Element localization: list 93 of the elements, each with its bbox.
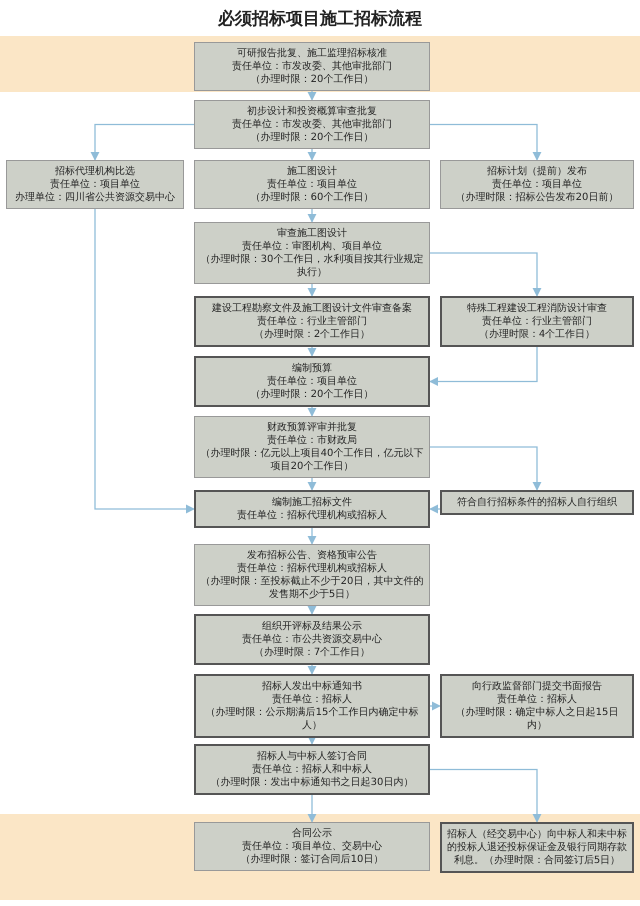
- step-detail: 责任单位：招标代理机构或招标人: [236, 509, 388, 522]
- process-box: [194, 674, 430, 738]
- step-detail: 责任单位：招标人: [271, 693, 353, 706]
- step-detail: （办理时限：60个工作日）: [250, 191, 374, 204]
- arrow: [429, 504, 440, 514]
- step-title: 招标代理机构比选: [54, 165, 136, 178]
- step-detail: 责任单位：市财政局: [266, 434, 358, 447]
- step-detail: 办理单位：四川省公共资源交易中心: [14, 191, 176, 204]
- process-box: [194, 222, 430, 284]
- step-detail: （办理时限：4个工作日）: [478, 328, 596, 341]
- step-title: 组织开评标及结果公示: [261, 620, 363, 633]
- step-detail: （办理时限：7个工作日）: [252, 646, 372, 659]
- arrow: [307, 347, 317, 357]
- step-title: 招标人发出中标通知书: [261, 680, 363, 693]
- arrow: [90, 124, 194, 161]
- arrow: [430, 446, 542, 491]
- step-detail: （办理时限：至投标截止不少于20日，其中文件的发售期不少于5日）: [200, 575, 424, 601]
- arrow: [307, 478, 317, 491]
- process-box: [440, 822, 634, 873]
- step-detail: 责任单位：招标代理机构或招标人: [236, 562, 388, 575]
- arrow: [307, 606, 317, 615]
- process-box: [194, 356, 430, 407]
- step-title: 审查施工图设计: [276, 227, 348, 240]
- step-detail: （办理时限：20个工作日）: [250, 73, 374, 86]
- step-detail: 符合自行招标条件的招标人自行组织: [456, 496, 618, 509]
- step-detail: 责任单位：市发改委、其他审批部门: [231, 118, 393, 131]
- process-box: [194, 614, 430, 665]
- arrow: [430, 124, 542, 161]
- step-detail: （办理时限：发出中标通知书之日起30日内）: [210, 776, 414, 789]
- step-detail: （办理时限：20个工作日）: [250, 388, 374, 401]
- step-title: 施工图设计: [286, 165, 338, 178]
- process-box: [194, 744, 430, 795]
- step-title: 编制施工招标文件: [271, 496, 353, 509]
- step-title: 招标人与中标人签订合同: [256, 750, 368, 763]
- arrow: [307, 407, 317, 417]
- step-detail: 责任单位：行业主管部门: [256, 315, 368, 328]
- step-detail: 责任单位：项目单位: [266, 375, 358, 388]
- step-title: 发布招标公告、资格预审公告: [246, 549, 378, 562]
- process-box: [194, 160, 430, 209]
- step-detail: （办理时限：招标公告发布20日前）: [454, 191, 620, 204]
- step-detail: 责任单位：招标人: [496, 693, 578, 706]
- arrow: [430, 701, 441, 711]
- step-detail: 责任单位：市发改委、其他审批部门: [231, 60, 393, 73]
- step-detail: （办理时限：30个工作日，水利项目按其行业规定执行）: [200, 253, 424, 279]
- process-box: [440, 296, 634, 347]
- step-detail: （办理时限：签订合同后10日）: [240, 853, 384, 866]
- step-detail: （办理时限：确定中标人之日起15日内）: [454, 706, 620, 732]
- step-detail: 责任单位：项目单位: [491, 178, 583, 191]
- step-title: 招标计划（提前）发布: [486, 165, 588, 178]
- arrow: [307, 528, 317, 545]
- process-box: [194, 100, 430, 149]
- step-title: 可研报告批复、施工监理招标核准: [236, 47, 388, 60]
- process-box: [194, 544, 430, 606]
- step-title: 建设工程勘察文件及施工图设计文件审查备案: [211, 302, 413, 315]
- step-title: 合同公示: [291, 827, 333, 840]
- process-box: [194, 822, 430, 871]
- step-title: 编制预算: [291, 362, 333, 375]
- process-box: [440, 160, 634, 209]
- step-detail: 招标人（经交易中心）向中标人和未中标的投标人退还投标保证金及银行同期存款利息。（办理时限：合同签订后5日）: [447, 828, 627, 867]
- process-box: [194, 42, 430, 91]
- arrow: [307, 209, 317, 223]
- process-box: [194, 416, 430, 478]
- step-title: 初步设计和投资概算审查批复: [246, 105, 378, 118]
- process-box: [194, 296, 430, 347]
- process-box: [194, 490, 430, 528]
- step-title: 财政预算评审并批复: [266, 421, 358, 434]
- step-detail: （办理时限：公示期满后15个工作日内确定中标人）: [204, 706, 420, 732]
- step-detail: 责任单位：项目单位、交易中心: [241, 840, 383, 853]
- arrow: [94, 209, 195, 514]
- step-detail: （办理时限：2个工作日）: [252, 328, 372, 341]
- arrow: [307, 665, 317, 675]
- arrow: [307, 91, 317, 101]
- diagram-title: 必须招标项目施工招标流程: [216, 8, 423, 30]
- arrow: [307, 736, 317, 745]
- step-detail: 责任单位：市公共资源交易中心: [241, 633, 383, 646]
- step-detail: 责任单位：项目单位: [49, 178, 141, 191]
- step-detail: 责任单位：项目单位: [266, 178, 358, 191]
- step-detail: （办理时限：20个工作日）: [250, 131, 374, 144]
- arrow: [430, 252, 542, 297]
- process-box: [440, 674, 634, 738]
- arrow: [307, 284, 317, 297]
- step-title: 特殊工程建设工程消防设计审查: [466, 302, 608, 315]
- step-detail: 责任单位：招标人和中标人: [251, 763, 373, 776]
- process-box: [6, 160, 184, 209]
- arrow: [307, 149, 317, 161]
- step-title: 向行政监督部门提交书面报告: [471, 680, 603, 693]
- arrow: [430, 768, 542, 823]
- step-detail: （办理时限：亿元以上项目40个工作日，亿元以下项目20个工作日）: [200, 447, 424, 473]
- step-detail: 责任单位：行业主管部门: [481, 315, 593, 328]
- step-detail: 责任单位：审图机构、项目单位: [241, 240, 383, 253]
- arrow: [307, 795, 317, 823]
- process-box: [440, 490, 634, 515]
- arrow: [429, 347, 538, 386]
